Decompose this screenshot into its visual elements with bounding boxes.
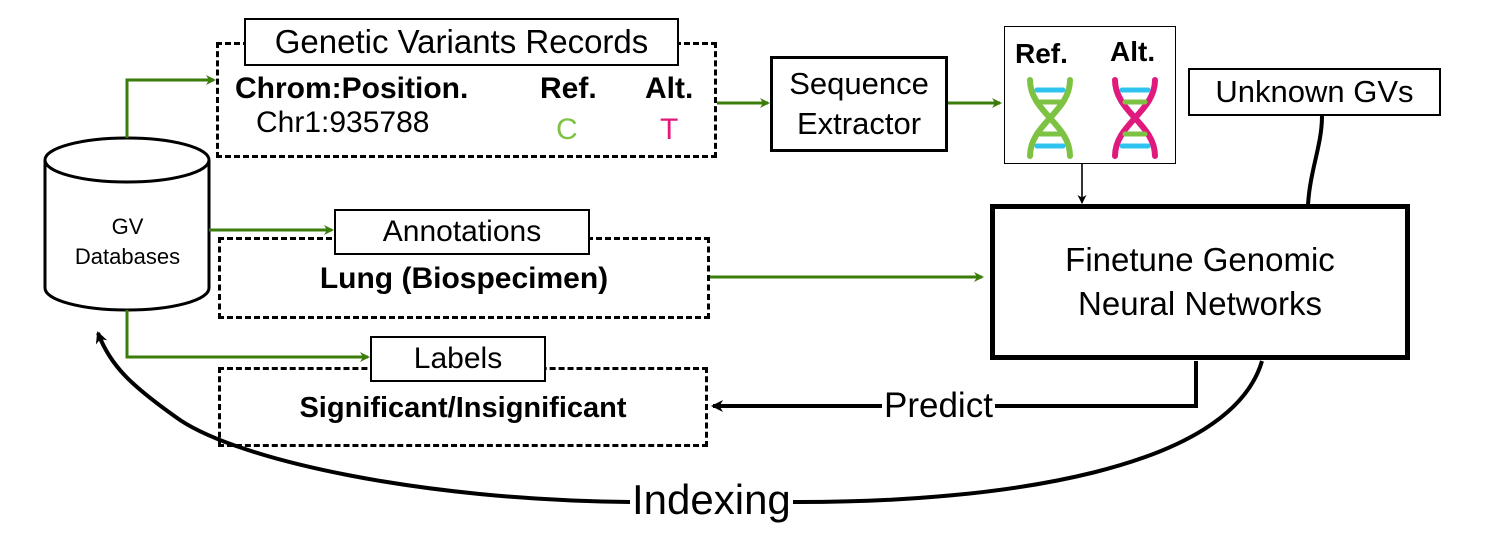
arrow-db-to-records — [125, 75, 216, 138]
database-label-line1: GV — [111, 214, 144, 239]
position-value: Chr1:935788 — [256, 106, 430, 139]
dna-alt-label: Alt. — [1110, 36, 1156, 67]
unknown-gvs-text: Unknown GVs — [1215, 74, 1414, 109]
unknown-gvs-box: Unknown GVs — [1188, 68, 1441, 116]
sequence-extractor-box: Sequence Extractor — [770, 56, 948, 152]
col-ref-header: Ref. — [540, 72, 597, 105]
ref-value: C — [556, 113, 578, 146]
sequence-extractor-line1: Sequence — [789, 66, 929, 101]
labels-value: Significant/Insignificant — [299, 392, 627, 424]
sequence-extractor-line2: Extractor — [796, 106, 922, 141]
database-label-line2: Databases — [74, 244, 181, 269]
dna-ref-icon — [1027, 77, 1073, 159]
model-box: Finetune Genomic Neural Networks — [990, 204, 1410, 360]
line-unknown-to-model — [1306, 115, 1324, 206]
database-label: GV Databases — [50, 212, 205, 272]
model-line1: Finetune Genomic — [1065, 241, 1335, 278]
arrow-db-to-labels — [125, 310, 370, 362]
arrow-predict — [711, 361, 1198, 412]
variant-records-title-text: Genetic Variants Records — [274, 23, 649, 60]
model-line2: Neural Networks — [1078, 285, 1322, 322]
variant-records-title: Genetic Variants Records — [244, 18, 679, 66]
labels-title-text: Labels — [413, 342, 503, 375]
predict-edge-label: Predict — [882, 386, 995, 426]
labels-title: Labels — [370, 336, 546, 382]
annotations-value: Lung (Biospecimen) — [319, 262, 609, 295]
alt-value: T — [660, 113, 679, 146]
arrow-indexing — [95, 331, 1264, 504]
dna-alt-icon — [1112, 77, 1158, 159]
dna-panel — [1004, 26, 1176, 164]
indexing-edge-label: Indexing — [630, 476, 793, 524]
annotations-title: Annotations — [334, 209, 590, 255]
col-alt-header: Alt. — [645, 72, 694, 105]
col-position-header: Chrom:Position. — [235, 72, 469, 105]
annotations-title-text: Annotations — [382, 215, 542, 248]
dna-ref-label: Ref. — [1015, 38, 1068, 69]
